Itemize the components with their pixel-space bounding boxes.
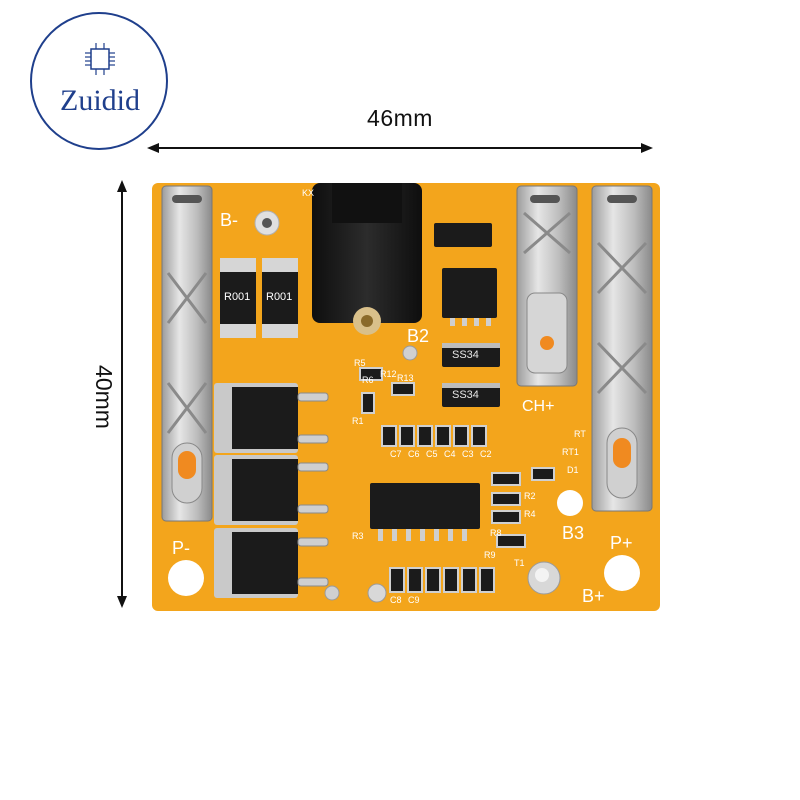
ref-r13: R13 — [397, 373, 414, 383]
pcb-board: B- P- P+ B+ B2 B3 CH+ KX R001 R001 SS34 … — [152, 183, 660, 611]
pad-label-b2: B2 — [407, 326, 430, 346]
pcb-artwork — [161, 183, 653, 603]
ref-rt1: RT1 — [562, 447, 579, 457]
ref-r9: R9 — [484, 550, 496, 560]
shunt-resistor-2-marking: R001 — [266, 291, 293, 303]
ref-c8: C8 — [390, 595, 402, 605]
diode-1-marking: SS34 — [452, 349, 479, 361]
ref-t1: T1 — [514, 558, 525, 568]
shunt-resistor-1-marking: R001 — [224, 291, 251, 303]
battery-terminal-right — [591, 185, 653, 512]
pad-label-ch-plus: CH+ — [522, 398, 555, 415]
pad-label-b3: B3 — [562, 523, 585, 543]
pad-label-b-minus: B- — [220, 210, 238, 230]
ref-d1: D1 — [567, 465, 579, 475]
ref-r4: R4 — [524, 509, 536, 519]
brand-logo: Zuidid — [30, 12, 168, 150]
ref-c3: C3 — [462, 449, 474, 459]
ref-c4: C4 — [444, 449, 456, 459]
battery-terminal-middle — [516, 185, 578, 387]
ref-rt: RT — [574, 429, 586, 439]
mosfet-row — [214, 383, 329, 598]
brand-name: Zuidid — [60, 84, 140, 117]
ref-r1: R1 — [352, 416, 364, 426]
ref-c2: C2 — [480, 449, 492, 459]
dc-power-jack — [312, 183, 422, 335]
diode-2-marking: SS34 — [452, 389, 479, 401]
circuit-chip-icon — [85, 43, 115, 75]
ref-r12: R12 — [380, 369, 397, 379]
ref-r6: R6 — [362, 375, 374, 385]
pad-label-p-minus: P- — [172, 538, 190, 558]
kx-label: KX — [302, 188, 315, 198]
pad-label-p-plus: P+ — [610, 533, 633, 553]
ref-c7: C7 — [390, 449, 402, 459]
ref-r3: R3 — [352, 531, 364, 541]
pad-label-b-plus: B+ — [582, 586, 605, 606]
width-dimension-label: 46mm — [367, 105, 433, 131]
ref-c5: C5 — [426, 449, 438, 459]
ref-r5: R5 — [354, 358, 366, 368]
ref-c6: C6 — [408, 449, 420, 459]
ref-r8: R8 — [490, 528, 502, 538]
battery-terminal-left — [161, 185, 213, 522]
height-dimension-arrow — [117, 180, 127, 608]
ref-r2: R2 — [524, 491, 536, 501]
ref-c9: C9 — [408, 595, 420, 605]
width-dimension-arrow — [147, 143, 653, 153]
